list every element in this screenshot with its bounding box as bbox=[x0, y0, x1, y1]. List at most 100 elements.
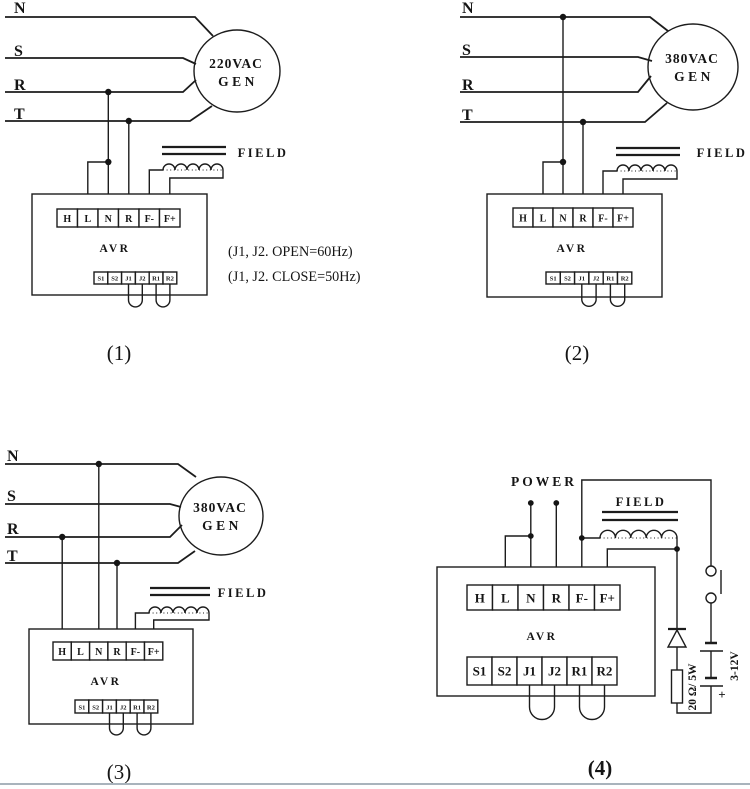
terminal-R2 bbox=[591, 656, 618, 686]
terminal-label: S2 bbox=[564, 276, 571, 283]
diagram-caption: (2) bbox=[565, 341, 590, 365]
terminal-label: S1 bbox=[97, 276, 104, 283]
field-core-icon bbox=[162, 145, 226, 156]
diagram-4: POWER FIELD H L N R F- F+ AVR S1 S2 J1 J… bbox=[436, 474, 741, 780]
terminal-label: L bbox=[77, 647, 84, 658]
terminal-label: R2 bbox=[621, 276, 629, 283]
terminal-label: L bbox=[84, 214, 91, 225]
terminal-label: J1 bbox=[579, 276, 586, 283]
terminal-label: S2 bbox=[498, 664, 512, 679]
terminal-label: N bbox=[95, 647, 103, 658]
junction-dot bbox=[105, 158, 112, 166]
terminal-label: N bbox=[526, 591, 536, 606]
terminal-label: R bbox=[579, 214, 587, 225]
field-label: FIELD bbox=[616, 495, 667, 509]
generator-voltage: 380VAC bbox=[665, 51, 719, 66]
connection-wires bbox=[87, 92, 224, 209]
terminal-label: R bbox=[113, 647, 121, 658]
phase-label-n: N bbox=[14, 0, 26, 17]
terminal-label: R2 bbox=[597, 664, 613, 679]
terminal-label: F+ bbox=[617, 214, 629, 225]
connection-wires bbox=[61, 464, 210, 642]
terminal-label: J2 bbox=[548, 664, 561, 679]
junction-dot bbox=[559, 158, 567, 166]
field-label: FIELD bbox=[218, 586, 269, 600]
frequency-note-2: (J1, J2. CLOSE=50Hz) bbox=[228, 269, 361, 285]
field-core-icon bbox=[150, 586, 210, 597]
field-label: FIELD bbox=[238, 146, 289, 160]
diode-icon bbox=[666, 628, 688, 648]
terminal-label: J1 bbox=[125, 276, 132, 283]
phase-label-t: T bbox=[462, 107, 473, 124]
junction-dot bbox=[674, 546, 680, 552]
terminal-J2 bbox=[541, 656, 568, 686]
terminal-label: J2 bbox=[120, 705, 127, 712]
jumper-loops bbox=[528, 685, 606, 721]
terminal-label: R1 bbox=[133, 705, 141, 712]
terminal-label: J2 bbox=[139, 276, 146, 283]
terminal-label: F+ bbox=[148, 647, 160, 658]
phase-label-s: S bbox=[462, 42, 471, 59]
phase-label-s: S bbox=[14, 43, 23, 60]
avr-label: AVR bbox=[527, 631, 558, 643]
generator-voltage: 380VAC bbox=[193, 500, 247, 515]
terminal-label: N bbox=[559, 214, 567, 225]
avr-label: AVR bbox=[557, 243, 588, 255]
terminal-label: F+ bbox=[164, 214, 176, 225]
generator-circle bbox=[193, 29, 281, 113]
junction-dot bbox=[113, 559, 121, 567]
generator-circle bbox=[647, 23, 739, 111]
terminal-label: F+ bbox=[600, 591, 615, 606]
terminal-label: J1 bbox=[523, 664, 536, 679]
avr-label: AVR bbox=[100, 243, 131, 255]
diagram-caption: (3) bbox=[107, 760, 132, 784]
junction-dot bbox=[105, 88, 112, 96]
terminal-F-plus bbox=[158, 208, 181, 228]
terminal-F-plus bbox=[593, 584, 621, 611]
terminal-F-plus bbox=[612, 207, 634, 228]
field-coil-icon bbox=[616, 164, 678, 172]
terminal-label: S1 bbox=[550, 276, 557, 283]
resistor-label: 20 Ω/ 5W bbox=[687, 663, 699, 710]
junction-dot bbox=[579, 118, 587, 126]
terminal-label: J2 bbox=[593, 276, 600, 283]
diagram-caption: (4) bbox=[588, 756, 613, 780]
switch-contact bbox=[705, 592, 717, 604]
field-core-icon bbox=[616, 146, 680, 157]
phase-label-r: R bbox=[7, 521, 19, 538]
terminal-label: S1 bbox=[473, 664, 487, 679]
generator-voltage: 220VAC bbox=[209, 56, 263, 71]
generator-circle bbox=[178, 476, 264, 556]
field-coil-icon bbox=[148, 606, 210, 614]
phase-label-t: T bbox=[14, 106, 25, 123]
avr-label: AVR bbox=[91, 676, 122, 688]
generator-name: GEN bbox=[218, 74, 258, 89]
battery-long-plates bbox=[700, 650, 723, 687]
terminal-label: S1 bbox=[78, 705, 85, 712]
terminal-R bbox=[542, 584, 570, 611]
terminal-label: N bbox=[105, 214, 113, 225]
terminal-label: R1 bbox=[152, 276, 160, 283]
power-label: POWER bbox=[511, 474, 577, 489]
jumper-loops bbox=[581, 284, 626, 308]
terminal-F-plus bbox=[143, 641, 164, 661]
terminal-label: R1 bbox=[572, 664, 588, 679]
generator-name: GEN bbox=[674, 69, 714, 84]
generator-name: GEN bbox=[202, 518, 242, 533]
field-label: FIELD bbox=[697, 146, 748, 160]
phase-label-r: R bbox=[14, 77, 26, 94]
battery-label: 3-12V bbox=[729, 651, 741, 681]
connection-wires bbox=[542, 17, 678, 208]
terminal-label: S2 bbox=[111, 276, 118, 283]
phase-label-s: S bbox=[7, 488, 16, 505]
terminal-label: H bbox=[63, 214, 71, 225]
diagram-2: N S R T 380VAC GEN FIELD H L N R F- F+ A… bbox=[460, 0, 748, 365]
junction-dot bbox=[59, 533, 66, 541]
terminal-label: J1 bbox=[106, 705, 113, 712]
terminal-label: R2 bbox=[166, 276, 174, 283]
resistor-icon bbox=[670, 669, 684, 704]
junction-dot bbox=[95, 460, 103, 468]
terminal-label: R2 bbox=[147, 705, 155, 712]
